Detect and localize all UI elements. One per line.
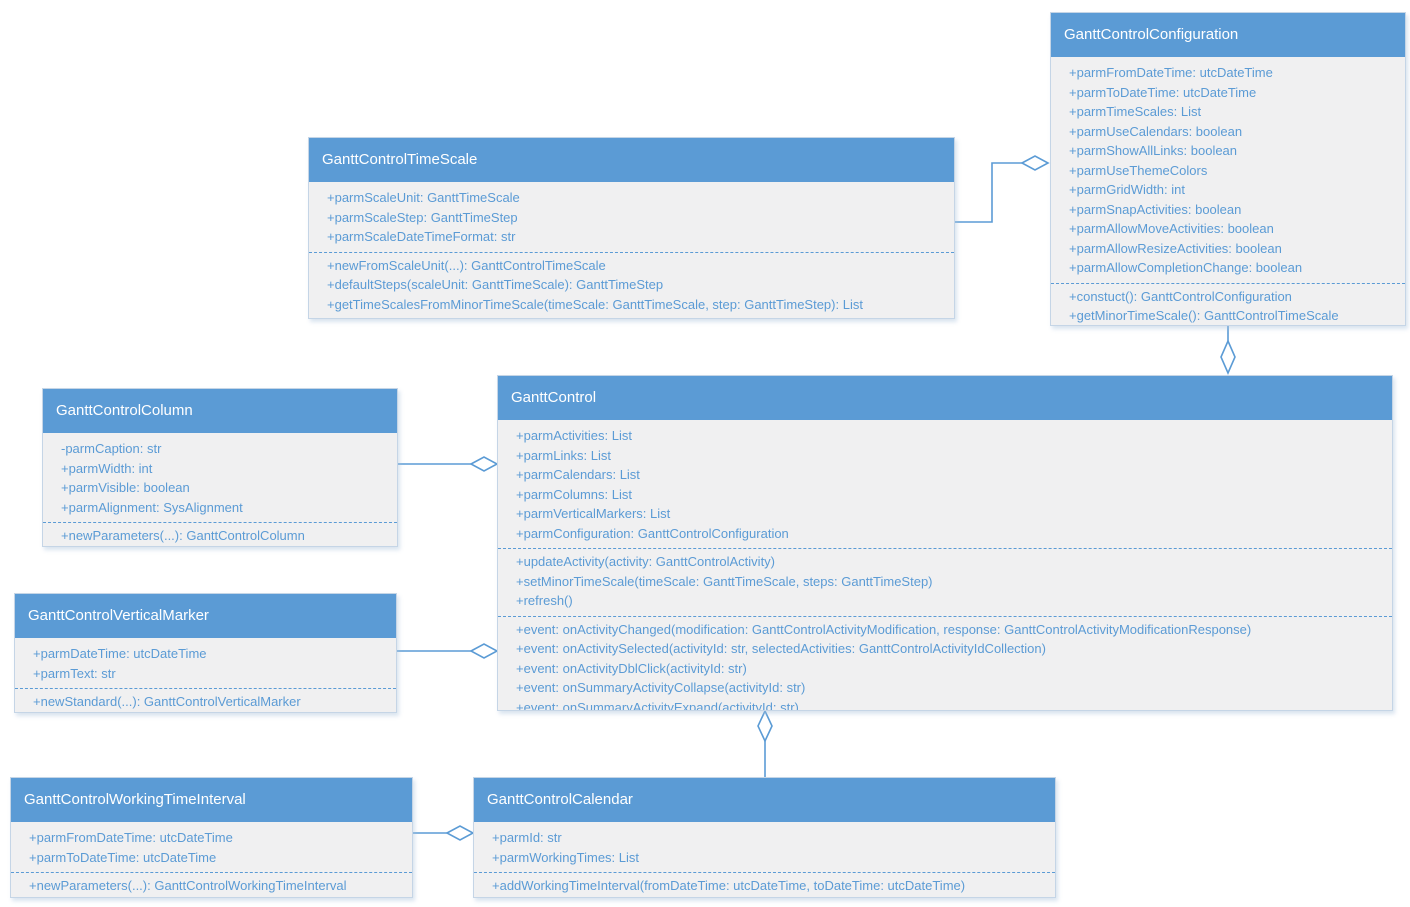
- class-member: +parmShowAllLinks: boolean: [1069, 143, 1238, 158]
- aggregation-diamond-icon: [1220, 339, 1236, 375]
- attributes-section: +parmId: str +parmWorkingTimes: List: [474, 828, 1055, 869]
- class-member: +getMinorTimeScale(): GanttControlTimeSc…: [1069, 308, 1339, 323]
- class-member: +newStandard(...): GanttControlVerticalM…: [33, 694, 301, 709]
- class-member: +parmFromDateTime: utcDateTime: [29, 830, 233, 845]
- class-member: +parmUseThemeColors: [1069, 162, 1208, 178]
- class-member: +parmVisible: boolean: [61, 480, 190, 495]
- class-member: +setMinorTimeScale(timeScale: GanttTimeS…: [516, 573, 933, 589]
- class-member: +parmLinks: List: [516, 447, 612, 463]
- class-member: +parmToDateTime: utcDateTime: [29, 849, 217, 865]
- class-member: +newFromScaleUnit(...): GanttControlTime…: [327, 257, 606, 273]
- class-body: +parmFromDateTime: utcDateTime +parmToDat…: [11, 822, 412, 897]
- connector-verticalmarker-ganttcontrol[interactable]: [397, 643, 499, 659]
- class-ganttcontrolworkingtimeinterval[interactable]: GanttControlWorkingTimeInterval +parmFro…: [10, 777, 413, 898]
- class-member: -parmCaption: str: [61, 441, 162, 456]
- aggregation-diamond-icon: [445, 825, 475, 841]
- class-title: GanttControlTimeScale: [309, 138, 954, 182]
- class-member: +parmGridWidth: int: [1069, 182, 1185, 197]
- class-member: +event: onSummaryActivityCollapse(activi…: [516, 680, 806, 695]
- class-member: +parmWorkingTimes: List: [492, 849, 640, 865]
- class-body: +parmDateTime: utcDateTime +parmText: str…: [15, 638, 396, 712]
- class-member: +newParameters(...): GanttControlColumn: [61, 528, 305, 543]
- connector-calendar-ganttcontrol[interactable]: [757, 709, 773, 777]
- class-member: +newParameters(...): GanttControlWorking…: [29, 878, 347, 893]
- methods-section: +constuct(): GanttControlConfiguration +g…: [1051, 282, 1405, 326]
- aggregation-diamond-icon: [757, 709, 773, 743]
- class-member: +parmScaleStep: GanttTimeStep: [327, 209, 518, 225]
- class-ganttcontrolcolumn[interactable]: GanttControlColumn -parmCaption: str +par…: [42, 388, 398, 547]
- class-member: +parmSnapActivities: boolean: [1069, 201, 1242, 217]
- attributes-section: +parmScaleUnit: GanttTimeScale +parmScale…: [309, 188, 954, 249]
- class-member: +parmConfiguration: GanttControlConfigur…: [516, 525, 789, 541]
- aggregation-diamond-icon: [469, 643, 499, 659]
- class-body: +parmFromDateTime: utcDateTime +parmToDat…: [1051, 57, 1405, 326]
- class-member: +parmVerticalMarkers: List: [516, 506, 671, 521]
- connector-configuration-ganttcontrol[interactable]: [1220, 326, 1236, 375]
- class-member: +event: onSummaryActivityExpand(activity…: [516, 699, 799, 711]
- class-title: GanttControlCalendar: [474, 778, 1055, 822]
- class-member: +getTimeScalesFromMinorTimeScale(timeSca…: [327, 296, 863, 312]
- class-body: +parmScaleUnit: GanttTimeScale +parmScale…: [309, 182, 954, 316]
- methods-section: +newStandard(...): GanttControlVerticalM…: [15, 688, 396, 712]
- class-title: GanttControl: [498, 376, 1392, 420]
- class-member: +parmId: str: [492, 830, 562, 845]
- class-member: +parmAllowMoveActivities: boolean: [1069, 221, 1274, 236]
- methods-section: +newFromScaleUnit(...): GanttControlTime…: [309, 251, 954, 317]
- attributes-section: +parmFromDateTime: utcDateTime +parmToDat…: [1051, 63, 1405, 280]
- class-member: +parmScaleUnit: GanttTimeScale: [327, 190, 520, 205]
- class-body: +parmActivities: List +parmLinks: List +pa…: [498, 420, 1392, 711]
- class-member: +addWorkingTimeInterval(fromDateTime: ut…: [492, 878, 966, 893]
- methods-section: +newParameters(...): GanttControlWorking…: [11, 872, 412, 897]
- class-ganttcontrolverticalmarker[interactable]: GanttControlVerticalMarker +parmDateTime…: [14, 593, 397, 713]
- class-member: +parmToDateTime: utcDateTime: [1069, 84, 1257, 100]
- connector-workingtime-calendar[interactable]: [413, 825, 475, 841]
- class-member: +constuct(): GanttControlConfiguration: [1069, 288, 1292, 304]
- class-member: +parmScaleDateTimeFormat: str: [327, 229, 516, 244]
- class-member: +parmWidth: int: [61, 460, 153, 476]
- class-member: +parmAllowCompletionChange: boolean: [1069, 260, 1303, 275]
- attributes-section: +parmDateTime: utcDateTime +parmText: str: [15, 644, 396, 685]
- class-title: GanttControlConfiguration: [1051, 13, 1405, 57]
- aggregation-diamond-icon: [1020, 155, 1050, 171]
- class-ganttcontrolcalendar[interactable]: GanttControlCalendar +parmId: str +parmWo…: [473, 777, 1056, 898]
- class-member: +parmFromDateTime: utcDateTime: [1069, 65, 1273, 80]
- class-member: +parmCalendars: List: [516, 467, 640, 482]
- class-title: GanttControlColumn: [43, 389, 397, 433]
- class-member: +event: onActivityDblClick(activityId: s…: [516, 660, 747, 676]
- class-member: +event: onActivitySelected(activityId: s…: [516, 641, 1046, 656]
- attributes-section: +parmActivities: List +parmLinks: List +pa…: [498, 426, 1392, 545]
- class-member: +defaultSteps(scaleUnit: GanttTimeScale)…: [327, 277, 664, 292]
- class-member: +parmTimeScales: List: [1069, 104, 1202, 119]
- class-member: +parmColumns: List: [516, 486, 632, 502]
- class-member: +parmDateTime: utcDateTime: [33, 646, 207, 661]
- class-member: +refresh(): [516, 593, 573, 608]
- class-title: GanttControlWorkingTimeInterval: [11, 778, 412, 822]
- connector-timescale-configuration[interactable]: [955, 155, 1050, 223]
- class-member: +parmText: str: [33, 665, 116, 681]
- class-member: +parmAlignment: SysAlignment: [61, 499, 243, 515]
- class-member: +parmAllowResizeActivities: boolean: [1069, 240, 1282, 256]
- class-body: +parmId: str +parmWorkingTimes: List +add…: [474, 822, 1055, 897]
- class-title: GanttControlVerticalMarker: [15, 594, 396, 638]
- attributes-section: +parmFromDateTime: utcDateTime +parmToDat…: [11, 828, 412, 869]
- class-body: -parmCaption: str +parmWidth: int +parmVis…: [43, 433, 397, 546]
- aggregation-diamond-icon: [469, 456, 499, 472]
- class-ganttcontroltimescale[interactable]: GanttControlTimeScale +parmScaleUnit: Ga…: [308, 137, 955, 319]
- methods-section: +newParameters(...): GanttControlColumn: [43, 522, 397, 546]
- class-ganttcontrol[interactable]: GanttControl +parmActivities: List +parmL…: [497, 375, 1393, 711]
- attributes-section: -parmCaption: str +parmWidth: int +parmVis…: [43, 439, 397, 519]
- events-section: +event: onActivityChanged(modification: …: [498, 615, 1392, 711]
- class-ganttcontrolconfiguration[interactable]: GanttControlConfiguration +parmFromDateT…: [1050, 12, 1406, 326]
- class-member: +parmActivities: List: [516, 428, 632, 443]
- connector-column-ganttcontrol[interactable]: [398, 456, 499, 472]
- class-member: +event: onActivityChanged(modification: …: [516, 621, 1252, 637]
- methods-section: +updateActivity(activity: GanttControlAc…: [498, 548, 1392, 613]
- methods-section: +addWorkingTimeInterval(fromDateTime: ut…: [474, 872, 1055, 897]
- class-member: +updateActivity(activity: GanttControlAc…: [516, 554, 776, 569]
- class-member: +parmUseCalendars: boolean: [1069, 123, 1243, 139]
